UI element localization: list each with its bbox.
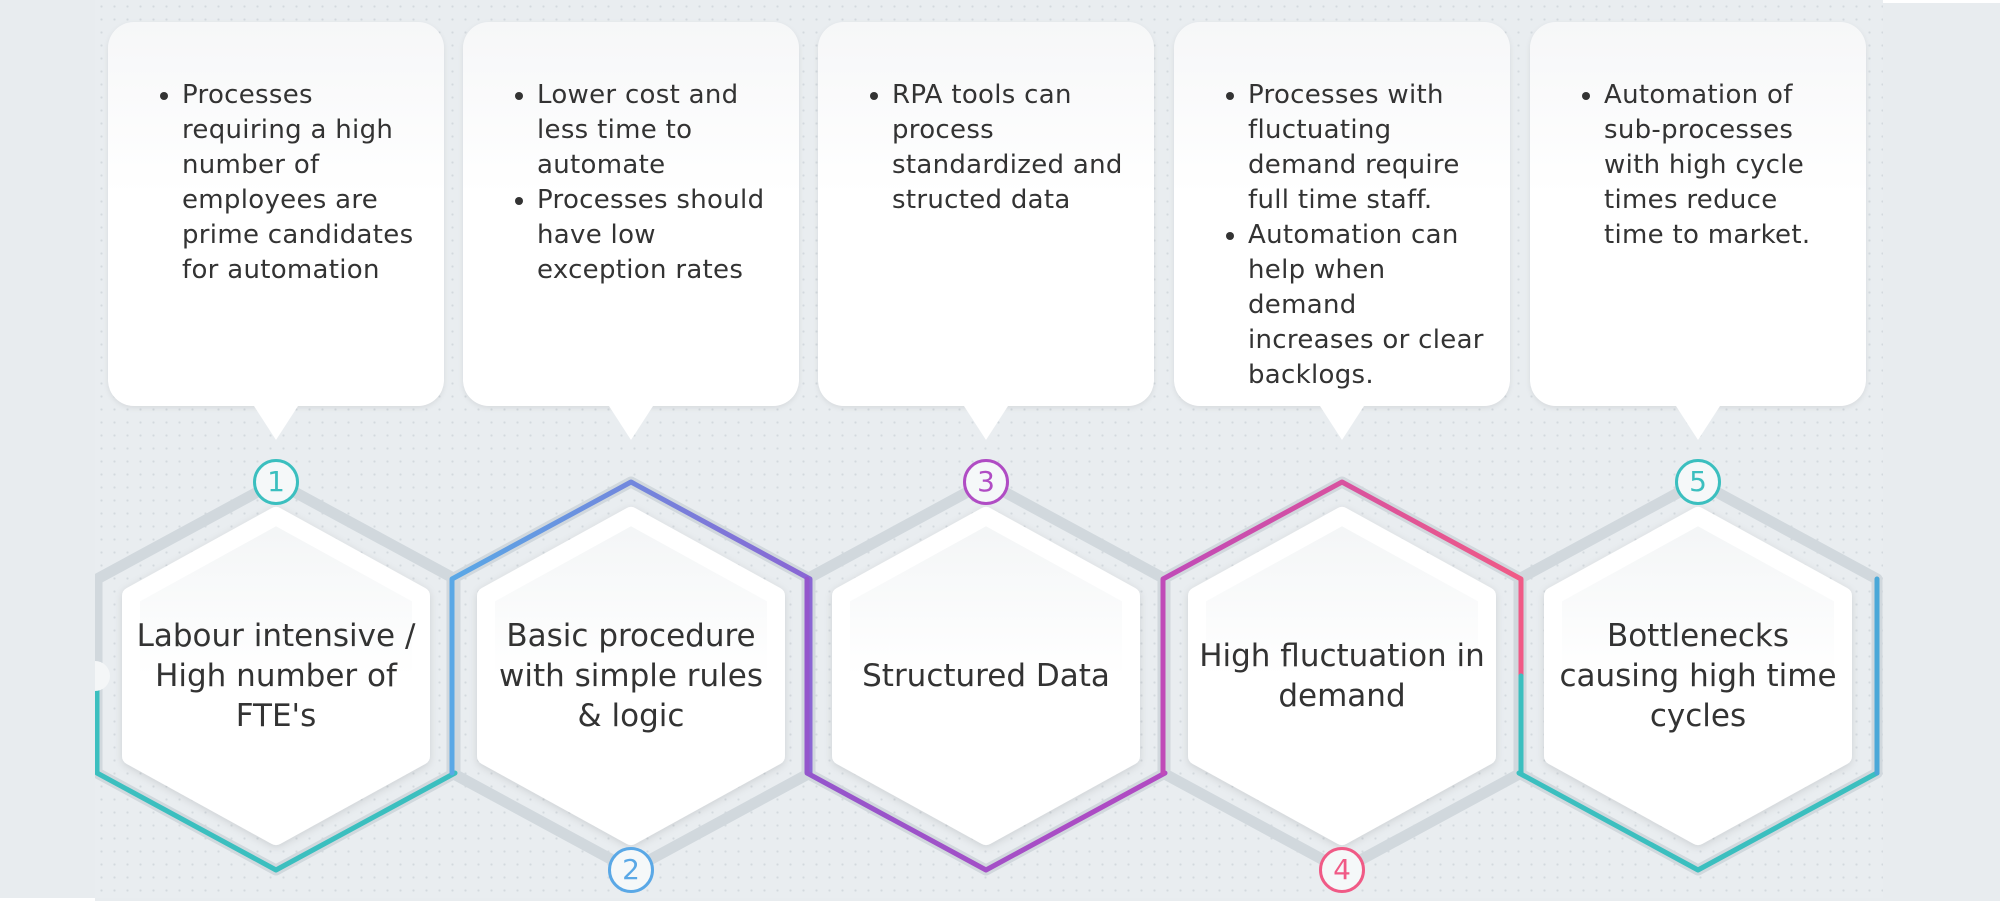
- step-number-badge: 5: [1675, 459, 1721, 505]
- inner-hexagon-5: [1544, 507, 1852, 845]
- callout-box-1: Processes requiring a high number of emp…: [108, 22, 444, 440]
- step-number-badge: 1: [253, 459, 299, 505]
- bullet-item: Lower cost and less time to automate: [537, 78, 773, 183]
- callout-box-4: Processes with fluctuating demand requir…: [1174, 22, 1510, 440]
- inner-hexagon-2: [477, 507, 785, 845]
- bullet-list: Processes with fluctuating demand requir…: [1174, 22, 1510, 393]
- bullet-list: Automation of sub-processes with high cy…: [1530, 22, 1866, 253]
- top-strip: [1883, 0, 2000, 3]
- inner-hexagon-4: [1188, 507, 1496, 845]
- hexagon-accent-3: [804, 576, 1168, 873]
- step-number-badge: 4: [1319, 847, 1365, 893]
- hexagon-accent-5a: [1516, 770, 1880, 873]
- bullet-item: Processes with fluctuating demand requir…: [1248, 78, 1484, 218]
- hexagon-title-2: Basic procedure with simple rules & logi…: [498, 618, 764, 734]
- bullet-item: Processes requiring a high number of emp…: [182, 78, 418, 288]
- step-number-badge: 3: [963, 459, 1009, 505]
- callout-box-2: Lower cost and less time to automateProc…: [463, 22, 799, 440]
- connector-knob: [95, 661, 110, 691]
- hexagon-accent-4a: [1160, 479, 1524, 776]
- callout-box-3: RPA tools can process standardized and s…: [818, 22, 1154, 440]
- hexagon-title-5: Bottlenecks causing high time cycles: [1559, 618, 1837, 734]
- bullet-list: RPA tools can process standardized and s…: [818, 22, 1154, 218]
- hexagon-title-4: High fluctuation in demand: [1199, 638, 1485, 714]
- bullet-list: Lower cost and less time to automateProc…: [463, 22, 799, 288]
- bullet-item: Automation can help when demand increase…: [1248, 218, 1484, 393]
- bottom-strip: [0, 898, 95, 901]
- step-number-badge: 2: [608, 847, 654, 893]
- bullet-item: RPA tools can process standardized and s…: [892, 78, 1128, 218]
- hexagon-title-3: Structured Data: [862, 658, 1110, 694]
- bullet-item: Processes should have low exception rate…: [537, 183, 773, 288]
- inner-hexagon-3: [832, 507, 1140, 845]
- bullet-item: Automation of sub-processes with high cy…: [1604, 78, 1840, 253]
- hexagon-accent-2: [449, 479, 813, 776]
- inner-hexagon-1: [122, 507, 430, 845]
- hexagon-accent-1: [95, 673, 458, 873]
- callout-box-5: Automation of sub-processes with high cy…: [1530, 22, 1866, 440]
- hexagon-title-1: Labour intensive / High number of FTE's: [136, 618, 416, 734]
- bullet-list: Processes requiring a high number of emp…: [108, 22, 444, 288]
